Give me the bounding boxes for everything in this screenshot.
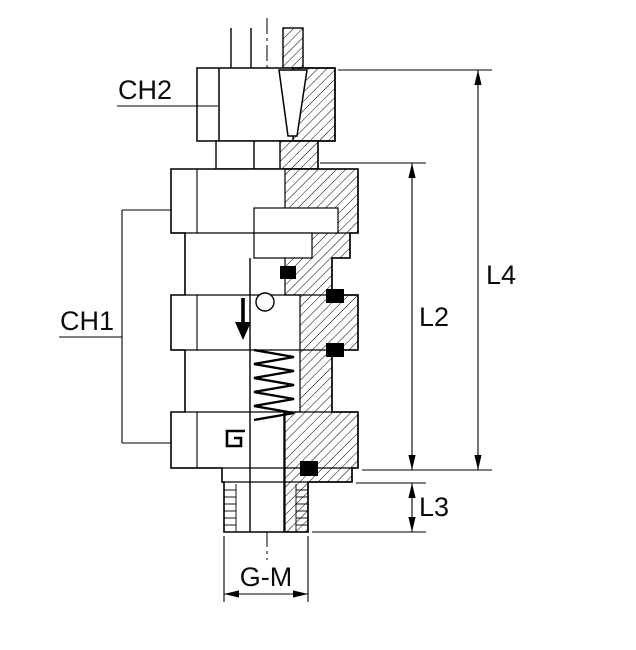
valve-ball — [255, 292, 275, 312]
dimension-label-gm: G-M — [240, 562, 292, 592]
seal-ring-4 — [300, 461, 318, 476]
ch2-nut — [196, 67, 336, 142]
label-ch1: CH1 — [59, 209, 171, 444]
spring — [253, 348, 295, 422]
dimension-gm: G-M — [223, 536, 309, 602]
dimension-l4: L4 — [338, 69, 516, 471]
label-ch2: CH2 — [117, 75, 218, 107]
dimension-label-l2: L2 — [419, 302, 449, 332]
dimension-label-l3: L3 — [419, 492, 449, 522]
seal-ring-1 — [280, 266, 296, 279]
label-ch2-text: CH2 — [118, 75, 172, 105]
seal-rings — [280, 266, 344, 476]
dimension-l3: L3 — [312, 482, 449, 533]
retaining-clip-symbol — [225, 429, 245, 448]
flow-direction-arrow — [235, 298, 251, 340]
label-ch1-text: CH1 — [60, 306, 114, 336]
neck-section-hatch — [279, 140, 319, 170]
valve-internals — [249, 258, 295, 532]
passage-upper — [253, 207, 339, 234]
dimension-label-l4: L4 — [486, 260, 516, 290]
stud-threads — [224, 484, 308, 532]
passage-lower — [253, 232, 313, 259]
section-hatch — [253, 168, 359, 533]
tube-wall-section — [282, 27, 304, 69]
dimensions: L4 L2 L3 G-M CH2 CH1 — [59, 69, 516, 602]
seal-ring-3 — [326, 343, 344, 357]
dimension-l2: L2 — [320, 162, 449, 470]
ferrule-cone — [278, 69, 308, 137]
seal-ring-2 — [326, 289, 344, 303]
